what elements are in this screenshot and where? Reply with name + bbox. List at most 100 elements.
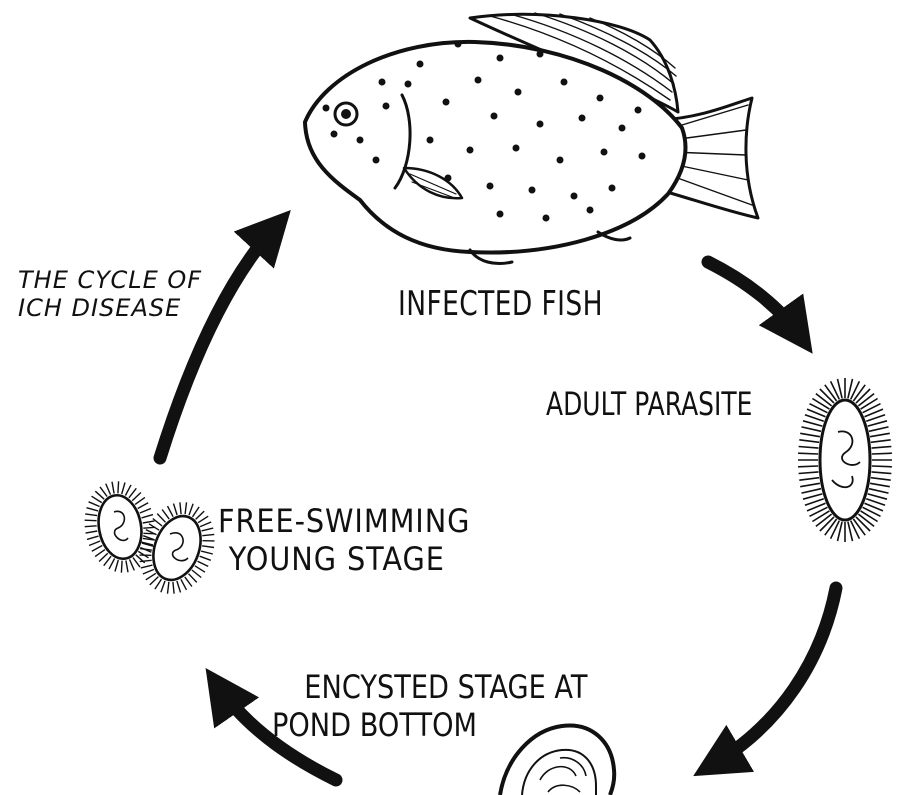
- cilium: [89, 541, 100, 546]
- cilium: [202, 528, 214, 531]
- infected-fish-text: INFECTED FISH: [398, 284, 603, 324]
- cilium: [825, 385, 837, 401]
- cilium: [872, 447, 892, 449]
- cilium: [141, 565, 153, 568]
- cilium: [868, 421, 887, 426]
- cilium: [173, 582, 174, 594]
- free-swimming-young-cells: [85, 481, 215, 593]
- cilium: [816, 514, 832, 526]
- adult-parasite-label: ADULT PARASITE: [546, 385, 752, 423]
- cilium: [95, 550, 105, 557]
- cilium: [177, 581, 181, 592]
- cilium: [155, 579, 162, 589]
- cilium: [872, 453, 892, 454]
- cilium: [180, 502, 181, 514]
- cilium: [157, 514, 165, 523]
- cilium: [868, 494, 887, 499]
- cilium: [140, 549, 152, 551]
- encysted-label: ENCYSTED STAGE AT POND BOTTOM: [272, 668, 588, 744]
- cilium: [142, 515, 154, 518]
- cilium: [132, 493, 141, 501]
- cilium: [85, 526, 97, 527]
- cilium: [133, 558, 140, 568]
- cilium: [189, 504, 193, 515]
- cilium: [812, 399, 829, 410]
- cilium: [104, 556, 111, 566]
- cilium: [122, 483, 125, 495]
- cilium: [181, 579, 187, 590]
- cilium: [195, 566, 205, 572]
- cilium: [168, 582, 169, 594]
- cilium: [871, 440, 891, 443]
- cilium: [86, 531, 98, 533]
- cilium: [125, 485, 131, 496]
- cilium: [112, 482, 114, 494]
- cilium: [185, 502, 186, 514]
- diagram-title-line1: THE CYCLE OF: [18, 266, 202, 294]
- cilium: [799, 440, 819, 443]
- encysted-line2: POND BOTTOM: [272, 706, 588, 744]
- cilium: [200, 556, 211, 560]
- cilium: [85, 514, 97, 516]
- cilium: [100, 487, 107, 497]
- cilium: [872, 472, 892, 474]
- arrow-young-to-fish: [160, 226, 276, 458]
- cilium: [115, 560, 118, 572]
- cilium: [858, 394, 874, 406]
- cilium: [201, 551, 213, 554]
- cilium: [146, 573, 156, 580]
- cilium: [202, 534, 214, 535]
- cilium: [870, 433, 890, 436]
- cilium: [143, 521, 155, 523]
- cilium: [861, 511, 878, 522]
- cilium: [174, 504, 178, 515]
- cilium: [825, 519, 837, 535]
- cilium: [802, 489, 822, 493]
- cilium: [140, 509, 151, 514]
- cilium: [99, 553, 108, 561]
- cilium: [92, 496, 102, 502]
- cilium: [95, 491, 104, 499]
- cilium: [820, 389, 834, 403]
- cilium: [87, 508, 99, 511]
- cilium: [198, 516, 208, 523]
- cilium: [200, 522, 211, 527]
- cilium: [196, 511, 205, 519]
- cilium: [129, 488, 136, 498]
- cilium: [798, 453, 818, 454]
- infected-fish-label: INFECTED FISH: [398, 284, 603, 324]
- cilium: [800, 433, 820, 436]
- free-swimming-label: FREE-SWIMMING YOUNG STAGE: [218, 502, 470, 578]
- cilium: [799, 447, 819, 449]
- cilium: [869, 489, 889, 493]
- free-swimming-line2: YOUNG STAGE: [218, 540, 470, 578]
- cilium: [143, 569, 154, 574]
- cilium: [799, 472, 819, 474]
- cilium: [800, 483, 820, 486]
- cilium: [861, 399, 878, 410]
- cilium: [106, 484, 111, 495]
- cilium: [85, 520, 97, 521]
- cilium: [192, 570, 201, 578]
- cilium: [87, 536, 99, 539]
- cilium: [798, 466, 818, 467]
- cilium: [118, 481, 119, 493]
- cilium: [871, 478, 891, 481]
- cilium: [193, 507, 200, 517]
- adult-parasite-text: ADULT PARASITE: [546, 385, 752, 423]
- cilium: [870, 483, 890, 486]
- cilium: [161, 581, 165, 592]
- cilium: [150, 577, 159, 585]
- cilium: [812, 511, 829, 522]
- cilium: [89, 502, 100, 507]
- cilium: [853, 519, 865, 535]
- cilium: [803, 421, 822, 426]
- cilium: [189, 574, 197, 583]
- cilium: [162, 510, 169, 520]
- infected-fish-illustration: [305, 13, 758, 264]
- cilium: [92, 546, 103, 552]
- cilium: [130, 559, 135, 570]
- arrow-adult-to-cyst: [712, 588, 836, 765]
- cilium: [856, 517, 870, 531]
- cilium: [138, 503, 149, 509]
